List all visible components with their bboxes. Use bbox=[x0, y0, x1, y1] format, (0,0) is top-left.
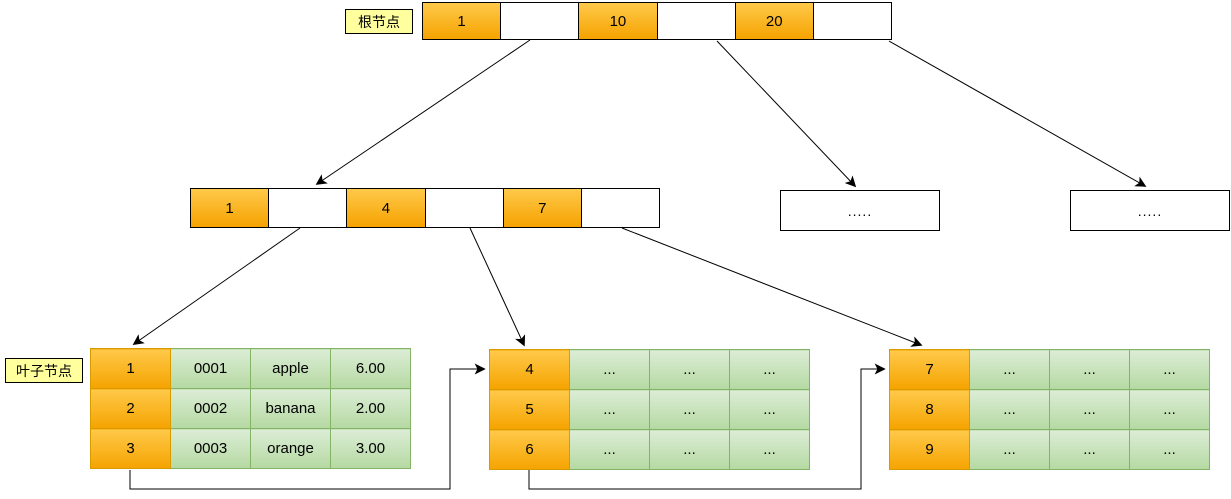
internal-pointer-cell bbox=[582, 189, 659, 227]
leaf-key-cell: 4 bbox=[489, 349, 570, 390]
leaf-table-3: 7 ... ... ... 8 ... ... ... 9 ... ... ..… bbox=[889, 349, 1210, 470]
leaf-data-cell: 0002 bbox=[170, 388, 251, 429]
table-row: 8 ... ... ... bbox=[889, 389, 1210, 430]
placeholder-node-2: ..... bbox=[1070, 190, 1230, 231]
leaf-key-cell: 8 bbox=[889, 389, 970, 430]
leaf-table-1: 1 0001 apple 6.00 2 0002 banana 2.00 3 0… bbox=[90, 348, 411, 469]
leaf-data-cell: 3.00 bbox=[330, 428, 411, 469]
placeholder-node-1: ..... bbox=[780, 190, 940, 231]
leaf-data-cell: ... bbox=[729, 429, 810, 470]
leaf-key-cell: 1 bbox=[90, 348, 171, 389]
leaf-data-cell: ... bbox=[1129, 349, 1210, 390]
leaf-data-cell: ... bbox=[1129, 389, 1210, 430]
arrow-internal-to-leaf-3 bbox=[621, 227, 923, 347]
leaf-data-cell: orange bbox=[250, 428, 331, 469]
leaf-data-cell: ... bbox=[569, 429, 650, 470]
leaf-data-cell: ... bbox=[1049, 349, 1130, 390]
root-node-label: 根节点 bbox=[345, 9, 413, 34]
leaf-data-cell: 0003 bbox=[170, 428, 251, 469]
leaf-key-cell: 2 bbox=[90, 388, 171, 429]
root-key-cell: 20 bbox=[735, 3, 814, 39]
internal-pointer-cell bbox=[269, 189, 348, 227]
leaf-data-cell: ... bbox=[649, 429, 730, 470]
table-row: 7 ... ... ... bbox=[889, 349, 1210, 390]
root-key-cell: 1 bbox=[423, 3, 502, 39]
leaf-data-cell: banana bbox=[250, 388, 331, 429]
leaf-data-cell: ... bbox=[569, 389, 650, 430]
leaf-data-cell: 2.00 bbox=[330, 388, 411, 429]
table-row: 3 0003 orange 3.00 bbox=[90, 428, 411, 469]
arrow-internal-to-leaf-1 bbox=[132, 227, 301, 345]
root-pointer-cell bbox=[814, 3, 891, 39]
internal-key-cell: 4 bbox=[347, 189, 426, 227]
table-row: 5 ... ... ... bbox=[489, 389, 810, 430]
internal-node: 1 4 7 bbox=[190, 188, 660, 228]
leaf-data-cell: ... bbox=[729, 349, 810, 390]
table-row: 1 0001 apple 6.00 bbox=[90, 348, 411, 389]
root-pointer-cell bbox=[658, 3, 736, 39]
leaf-key-cell: 5 bbox=[489, 389, 570, 430]
root-node: 1 10 20 bbox=[422, 2, 892, 40]
table-row: 2 0002 banana 2.00 bbox=[90, 388, 411, 429]
leaf-data-cell: 6.00 bbox=[330, 348, 411, 389]
leaf-data-cell: ... bbox=[1129, 429, 1210, 470]
leaf-data-cell: ... bbox=[1049, 389, 1130, 430]
leaf-data-cell: ... bbox=[729, 389, 810, 430]
leaf-table-2: 4 ... ... ... 5 ... ... ... 6 ... ... ..… bbox=[489, 349, 810, 470]
arrow-root-to-internal-left bbox=[315, 39, 531, 185]
root-pointer-cell bbox=[501, 3, 580, 39]
arrow-root-to-placeholder-1 bbox=[716, 40, 857, 188]
leaf-data-cell: ... bbox=[569, 349, 650, 390]
table-row: 4 ... ... ... bbox=[489, 349, 810, 390]
leaf-key-cell: 9 bbox=[889, 429, 970, 470]
internal-pointer-cell bbox=[426, 189, 504, 227]
table-row: 6 ... ... ... bbox=[489, 429, 810, 470]
leaf-node-label: 叶子节点 bbox=[5, 358, 83, 383]
arrow-internal-to-leaf-2 bbox=[469, 227, 526, 347]
leaf-data-cell: ... bbox=[969, 349, 1050, 390]
leaf-key-cell: 3 bbox=[90, 428, 171, 469]
internal-key-cell: 7 bbox=[503, 189, 582, 227]
leaf-data-cell: apple bbox=[250, 348, 331, 389]
leaf-data-cell: ... bbox=[969, 389, 1050, 430]
leaf-data-cell: ... bbox=[649, 349, 730, 390]
internal-key-cell: 1 bbox=[191, 189, 270, 227]
leaf-key-cell: 7 bbox=[889, 349, 970, 390]
leaf-data-cell: ... bbox=[649, 389, 730, 430]
root-key-cell: 10 bbox=[579, 3, 658, 39]
leaf-data-cell: ... bbox=[1049, 429, 1130, 470]
leaf-key-cell: 6 bbox=[489, 429, 570, 470]
arrow-root-to-placeholder-2 bbox=[888, 40, 1147, 187]
leaf-data-cell: ... bbox=[969, 429, 1050, 470]
table-row: 9 ... ... ... bbox=[889, 429, 1210, 470]
leaf-data-cell: 0001 bbox=[170, 348, 251, 389]
